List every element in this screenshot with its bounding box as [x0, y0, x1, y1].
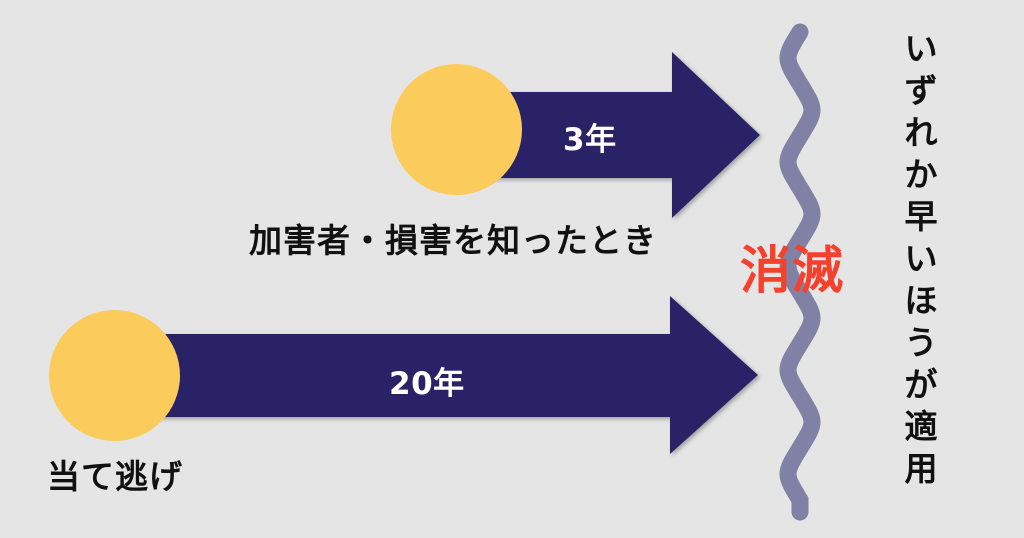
- caption-hit-and-run: 当て逃げ: [47, 457, 183, 496]
- extinction-label: 消滅: [740, 242, 845, 301]
- vertical-note-char: か: [904, 155, 938, 194]
- start-circle-upper: [391, 64, 522, 195]
- vertical-note-whichever-is-earlier: い ず れ か 早 い ほ う が 適 用: [896, 32, 946, 512]
- vertical-note-char: 早: [904, 197, 938, 236]
- vertical-note-char: が: [904, 365, 938, 404]
- caption-knew-offender-and-damage: 加害者・損害を知ったとき: [249, 221, 657, 260]
- vertical-note-char: い: [904, 29, 938, 68]
- arrow-label-20-years: 20年: [389, 366, 465, 402]
- vertical-note-char: う: [904, 323, 938, 362]
- arrow-label-3-years: 3年: [563, 122, 617, 158]
- wavy-divider-icon: [779, 23, 821, 521]
- vertical-note-char: ほ: [904, 281, 938, 320]
- arrow-upper-3years: [440, 52, 760, 218]
- arrow-lower-20years: [100, 296, 758, 454]
- start-circle-lower: [49, 310, 180, 441]
- vertical-note-char: れ: [904, 113, 938, 152]
- vertical-note-char: い: [904, 239, 938, 278]
- vertical-note-char: 適: [904, 407, 938, 446]
- vertical-note-char: 用: [904, 449, 938, 488]
- vertical-note-char: ず: [904, 71, 938, 110]
